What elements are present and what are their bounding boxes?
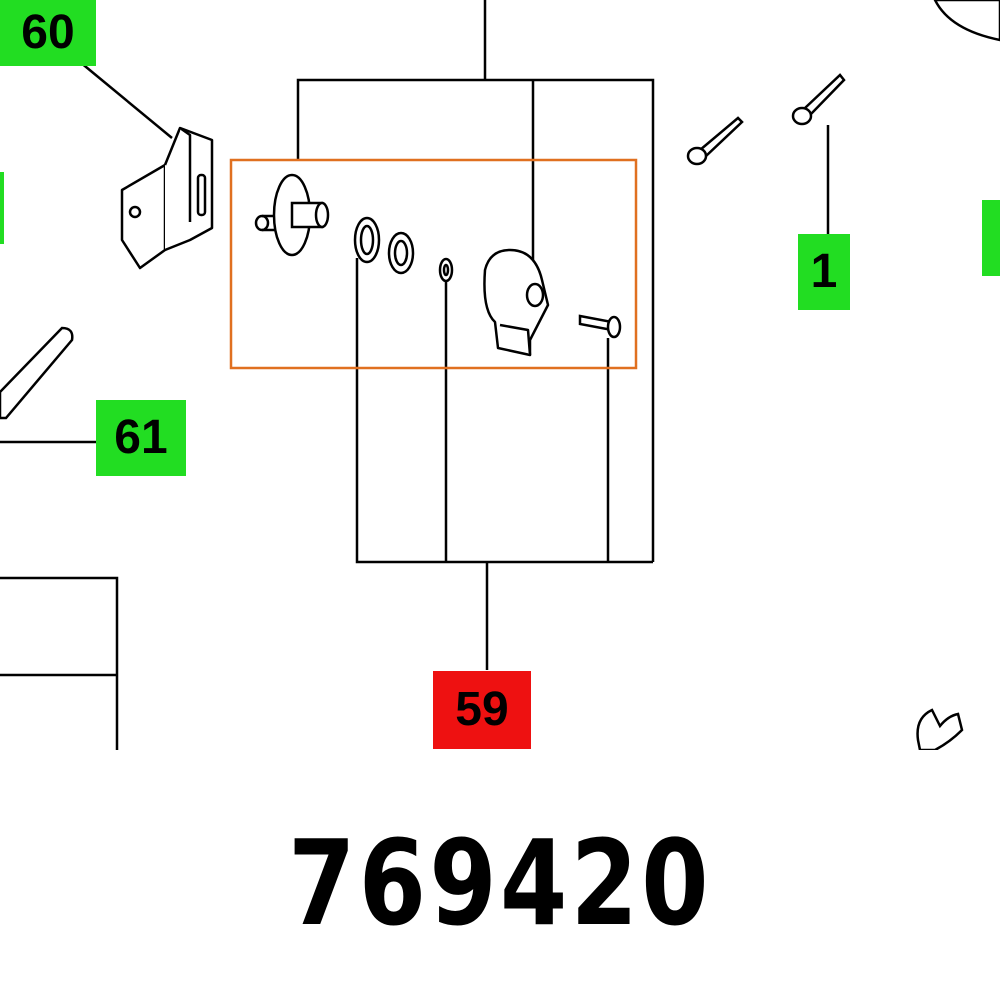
callout-61[interactable]: 61	[96, 400, 186, 476]
cropped-callout-left	[0, 172, 4, 244]
clip-icon	[916, 708, 964, 750]
callout-60[interactable]: 60	[0, 0, 96, 66]
cropped-part-top-right	[933, 0, 1000, 42]
screw-icon	[578, 314, 622, 339]
rod-icon	[0, 326, 74, 420]
pin-icon	[254, 173, 330, 257]
highlight-box	[229, 158, 638, 370]
cropped-box-left	[0, 576, 119, 750]
frame-upper	[296, 78, 655, 562]
leader-line-60	[79, 61, 173, 139]
frame-lower	[355, 258, 653, 564]
cropped-callout-right	[982, 200, 1000, 276]
long-screw-icon	[686, 73, 846, 166]
exploded-parts-diagram	[0, 0, 1000, 750]
lever-icon	[483, 248, 550, 357]
washer-icon	[353, 216, 454, 283]
callout-59[interactable]: 59	[433, 671, 531, 749]
bracket-icon	[120, 126, 214, 270]
callout-1[interactable]: 1	[798, 234, 850, 310]
part-number: 769420	[288, 814, 712, 952]
